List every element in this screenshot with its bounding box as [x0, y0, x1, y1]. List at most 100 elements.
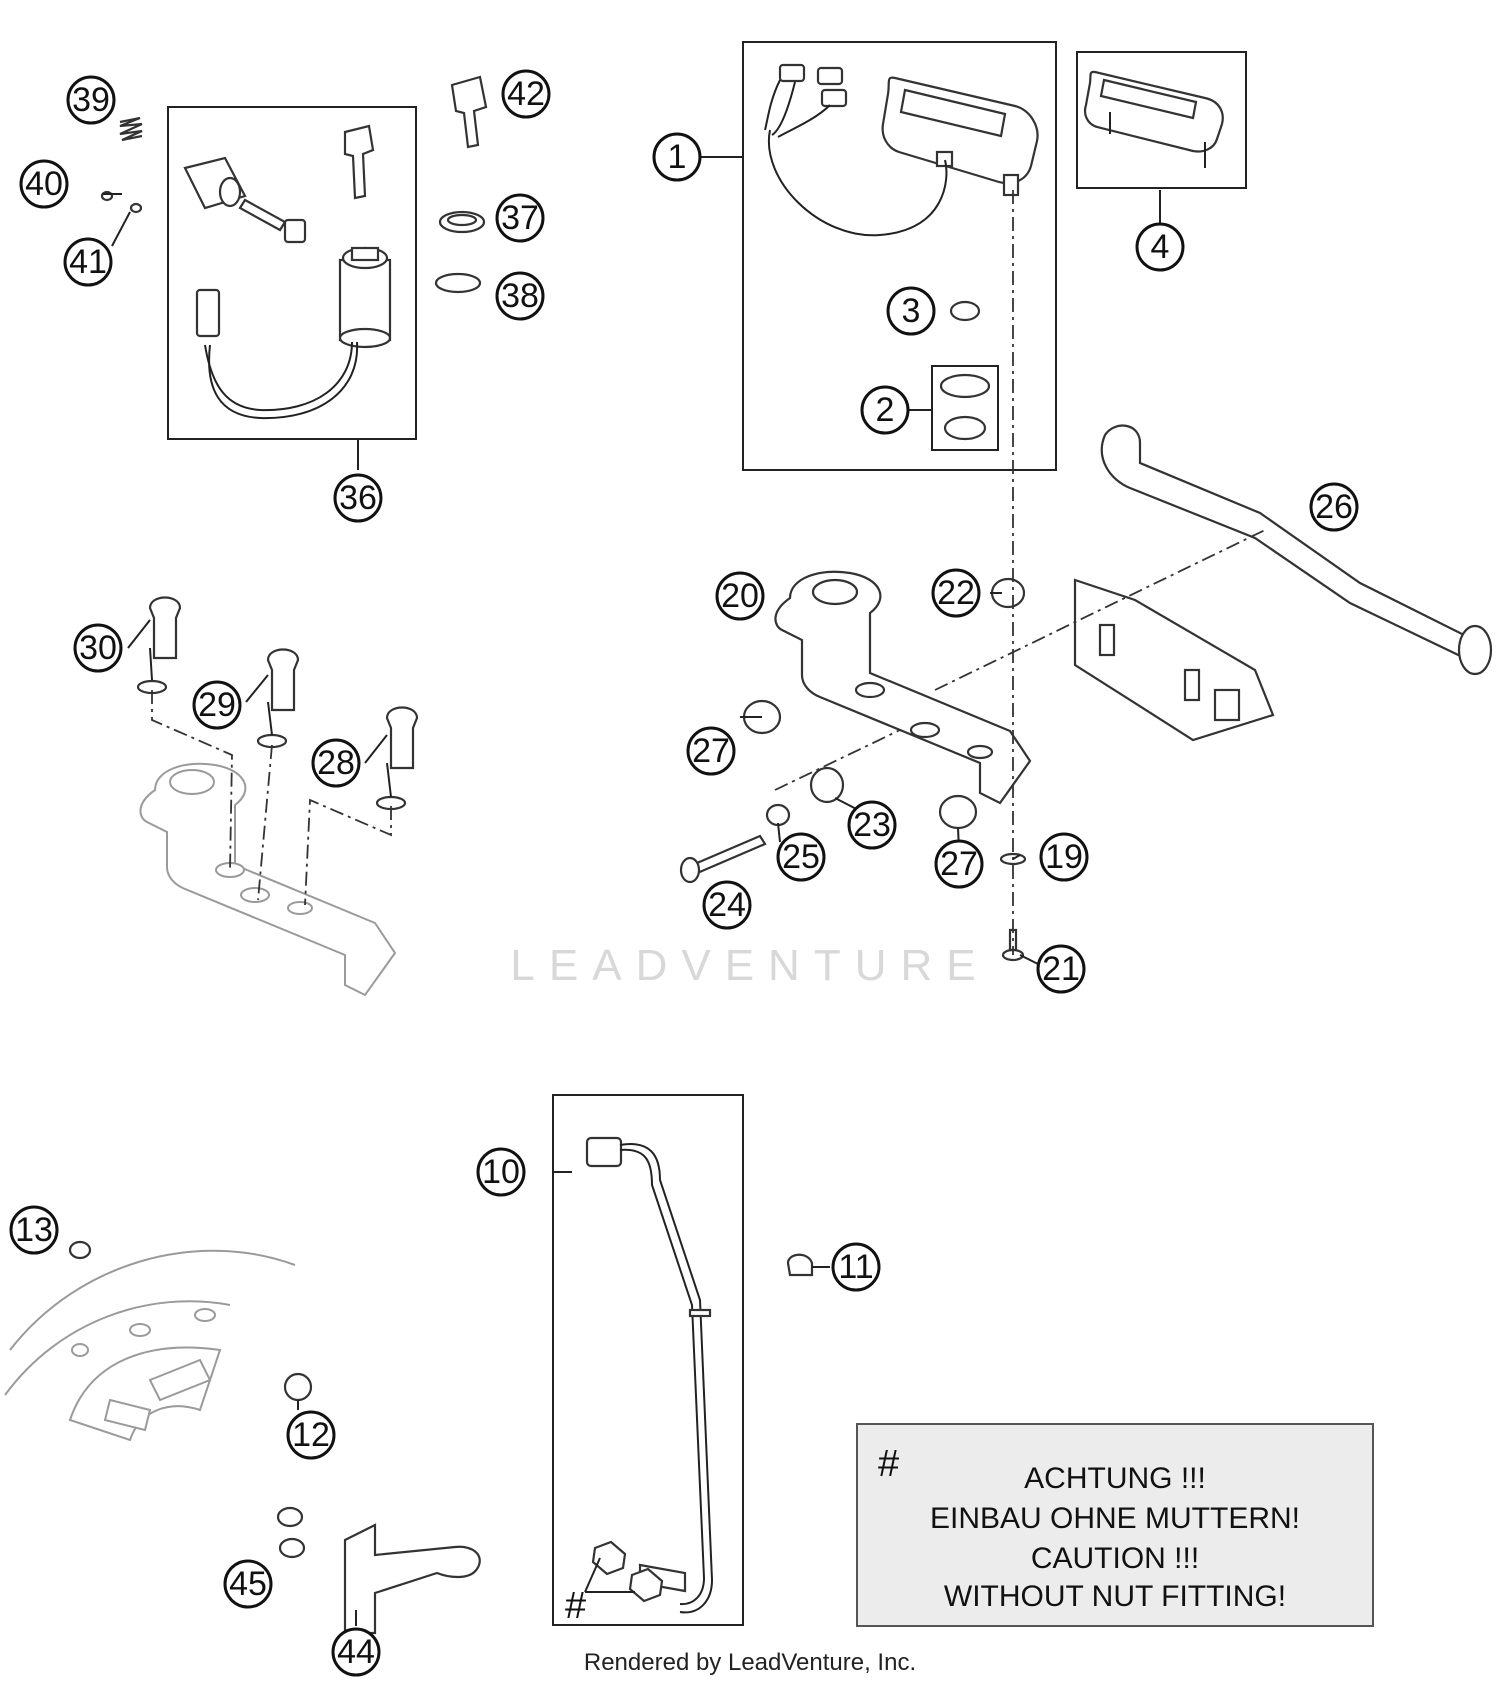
callout-40: 40 — [19, 159, 69, 209]
callout-1: 1 — [652, 132, 702, 182]
svg-text:11: 11 — [838, 1248, 873, 1286]
callout-12: 12 — [286, 1410, 336, 1460]
callout-41: 41 — [63, 237, 113, 287]
bracket-26-drawing — [1073, 424, 1493, 742]
callout-3: 3 — [886, 286, 936, 336]
nut-12-drawing — [283, 1372, 313, 1402]
callout-20: 20 — [715, 571, 765, 621]
callout-38: 38 — [495, 271, 545, 321]
pin-41-drawing — [129, 202, 143, 214]
clip-11-drawing — [786, 1253, 814, 1277]
callout-42: 42 — [501, 69, 551, 119]
svg-text:25: 25 — [782, 838, 820, 876]
svg-text:4: 4 — [1151, 228, 1170, 266]
callout-27-top: 27 — [686, 726, 736, 776]
svg-text:2: 2 — [876, 391, 895, 429]
rubber-27-bottom-drawing — [938, 794, 978, 830]
callout-26: 26 — [1309, 482, 1359, 532]
speedometer-kit-frame — [742, 41, 1057, 471]
svg-text:28: 28 — [317, 744, 355, 782]
callout-25: 25 — [776, 832, 826, 882]
note-line-2: EINBAU OHNE MUTTERN! — [930, 1502, 1300, 1535]
plug-3-drawing — [949, 300, 981, 322]
watermark: LEADVENTURE — [510, 941, 989, 990]
callout-19: 19 — [1039, 832, 1089, 882]
callout-24: 24 — [702, 880, 752, 930]
svg-text:1: 1 — [668, 138, 687, 176]
svg-text:36: 36 — [339, 479, 377, 517]
callout-36: 36 — [333, 473, 383, 523]
svg-text:3: 3 — [902, 292, 921, 330]
svg-text:26: 26 — [1315, 488, 1353, 526]
callout-2: 2 — [860, 385, 910, 435]
ignition-cylinder-drawing — [183, 124, 392, 420]
bracket-44-drawing — [343, 1523, 481, 1635]
svg-text:27: 27 — [692, 732, 730, 770]
speedometer-drawing — [764, 63, 1039, 237]
callout-4: 4 — [1135, 222, 1185, 272]
note-symbol: # — [878, 1443, 899, 1485]
callout-30: 30 — [73, 623, 123, 673]
pin-29-drawing — [266, 648, 300, 712]
callout-10: 10 — [476, 1147, 526, 1197]
svg-text:41: 41 — [69, 243, 107, 281]
svg-text:23: 23 — [853, 806, 891, 844]
svg-text:20: 20 — [721, 577, 759, 615]
callout-21: 21 — [1036, 944, 1086, 994]
pin-30-drawing — [148, 596, 182, 660]
key-drawing — [450, 75, 488, 149]
callout-11: 11 — [831, 1242, 881, 1292]
callout-27-bottom: 27 — [934, 839, 984, 889]
note-line-1: ACHTUNG !!! — [1024, 1462, 1206, 1495]
callout-44: 44 — [331, 1627, 381, 1677]
svg-text:42: 42 — [507, 75, 545, 113]
svg-text:29: 29 — [198, 686, 236, 724]
svg-text:38: 38 — [501, 277, 539, 315]
hash-callout: # — [565, 1585, 586, 1627]
screw-45-bottom-drawing — [278, 1537, 306, 1559]
brake-disc-drawing — [4, 1249, 296, 1442]
ignition-kit-frame — [167, 106, 417, 440]
svg-text:44: 44 — [337, 1633, 375, 1671]
circlip-13-drawing — [68, 1240, 92, 1260]
callout-37: 37 — [495, 193, 545, 243]
svg-text:12: 12 — [292, 1416, 330, 1454]
pin-28-drawing — [385, 706, 419, 770]
note-line-3: CAUTION !!! — [1031, 1542, 1199, 1575]
screw-24-drawing — [688, 834, 767, 876]
svg-text:13: 13 — [15, 1211, 53, 1249]
callout-28: 28 — [311, 738, 361, 788]
bracket-pins-drawing — [139, 762, 397, 997]
spring-drawing — [119, 116, 143, 142]
callout-22: 22 — [931, 568, 981, 618]
footer-credit: Rendered by LeadVenture, Inc. — [584, 1649, 916, 1676]
callout-45: 45 — [223, 1559, 273, 1609]
screw-45-top-drawing — [276, 1506, 304, 1528]
note-line-4: WITHOUT NUT FITTING! — [944, 1580, 1286, 1613]
svg-text:19: 19 — [1045, 838, 1083, 876]
svg-text:24: 24 — [708, 886, 746, 924]
speed-sensor-frame — [552, 1094, 744, 1626]
svg-text:30: 30 — [79, 629, 117, 667]
speed-sensor-drawing — [585, 1136, 714, 1614]
sleeve-25-drawing — [765, 803, 791, 827]
dash-cover-frame — [1076, 51, 1247, 189]
svg-text:21: 21 — [1042, 950, 1080, 988]
dash-cover-drawing — [1083, 70, 1224, 168]
washer-38-drawing — [434, 272, 482, 294]
cap-2-frame — [931, 365, 999, 451]
svg-text:22: 22 — [937, 574, 975, 612]
svg-text:10: 10 — [482, 1153, 520, 1191]
svg-text:37: 37 — [501, 199, 539, 237]
svg-text:40: 40 — [25, 165, 63, 203]
svg-text:45: 45 — [229, 1565, 267, 1603]
svg-text:39: 39 — [72, 81, 110, 119]
bushing-23-drawing — [809, 766, 845, 804]
assembly-line-26 — [934, 529, 1266, 691]
callout-29: 29 — [192, 680, 242, 730]
caution-note: # ACHTUNG !!! EINBAU OHNE MUTTERN! CAUTI… — [856, 1423, 1374, 1627]
bracket-20-drawing — [774, 570, 1032, 805]
callout-13: 13 — [9, 1205, 59, 1255]
svg-text:27: 27 — [940, 845, 978, 883]
